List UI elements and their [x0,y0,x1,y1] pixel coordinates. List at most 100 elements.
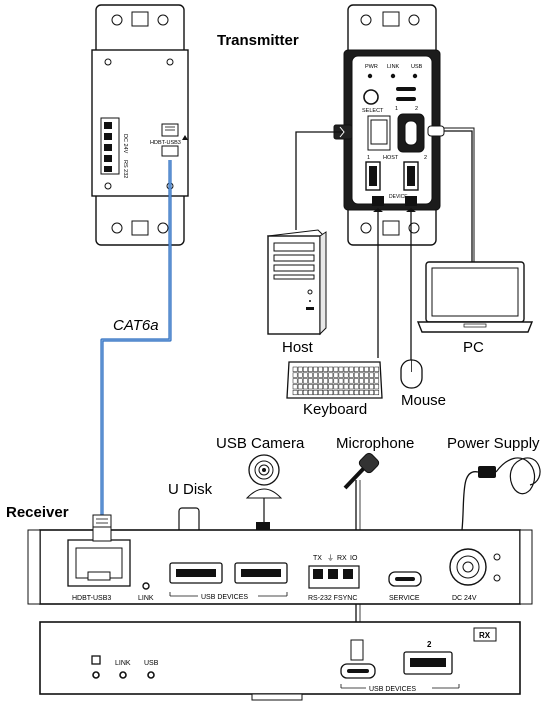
rx-badge: RX [479,631,491,640]
rear-usb-label: USB [144,660,159,667]
keyboard-key [302,389,308,396]
rs232-label: RS 232 [122,160,128,178]
keyboard-key [318,372,323,378]
keyboard-key [292,389,298,396]
keyboard-key [302,378,308,384]
keyboard-key [338,389,344,396]
keyboard-key [323,389,329,396]
hdbt-usb3-label: HDBT-USB3 [150,140,181,146]
keyboard-key [292,378,298,384]
dc-label: DC 24V [122,134,128,154]
keyboard-key [292,366,298,372]
keyboard-key [323,372,329,378]
keyboard-key [369,384,374,390]
keyboard-key [348,384,354,390]
keyboard-key [364,378,369,384]
keyboard-key [333,384,339,390]
receiver-rear-panel [39,621,521,701]
keyboard-key [353,372,359,378]
keyboard-key [343,378,349,384]
front-hdbt-label: HDBT-USB3 [72,595,111,602]
keyboard-key [364,366,369,372]
host-usb-cable [295,124,353,230]
usb-label: USB [411,64,423,70]
keyboard-key [359,366,364,372]
service-label: SERVICE [389,595,420,602]
keyboard-key [338,384,344,390]
keyboard-key [318,389,323,396]
keyboard-key [369,378,374,384]
keyboard-key [369,372,374,378]
receiver-title: Receiver [6,504,69,521]
keyboard-key [348,366,354,372]
keyboard-key [308,378,313,384]
keyboard-key [369,389,374,396]
keyboard-key [359,378,364,384]
keyboard-key [353,366,359,372]
rear-port-number: 2 [427,640,432,649]
transmitter-title: Transmitter [217,32,299,49]
keyboard-key [338,366,344,372]
keyboard-key [353,378,359,384]
pc-label: PC [463,339,484,356]
keyboard-key [328,384,334,390]
pc-usb-c-cable [427,125,475,265]
num1-label: 1 [395,106,398,112]
rear-link-label: LINK [115,660,131,667]
keyboard-key [374,372,380,378]
mouse-label: Mouse [401,392,446,409]
keyboard-key [353,389,359,396]
keyboard-key [353,384,359,390]
host-label: HOST [383,155,399,161]
keyboard-key [343,389,349,396]
keyboard-key [313,378,318,384]
svg-text:1: 1 [367,155,370,161]
keyboard-key [323,384,329,390]
select-button[interactable] [363,89,379,105]
keyboard-key [343,372,349,378]
keyboard-key [308,389,313,396]
ground-symbol: ⏚ [327,554,334,562]
front-link-label: LINK [138,595,154,602]
right-wallplate: PWR LINK USB SELECT 1 2 HOST 1 2 DEVICE [343,4,441,246]
keyboard-label: Keyboard [303,401,367,418]
rs232-fsync-label: RS-232 FSYNC [308,595,357,602]
keyboard-key [374,384,380,390]
keyboard-key [292,384,298,390]
keyboard-key [364,372,369,378]
keyboard-key [338,378,344,384]
keyboard-key [323,378,329,384]
keyboard-key [308,384,313,390]
mouse [400,359,423,389]
keyboard-key [343,366,349,372]
left-wallplate: DC 24V RS 232 HDBT-USB3 [91,4,189,246]
num2-label: 2 [415,106,418,112]
keyboard-key [333,372,339,378]
keyboard-key [297,366,303,372]
usb-camera-label: USB Camera [216,435,305,452]
keyboard-key [328,366,334,372]
tx-label: TX [313,555,322,562]
host-label: Host [282,339,314,356]
u-disk-label: U Disk [168,481,213,498]
keyboard-key [374,378,380,384]
keyboard-key [374,389,380,396]
keyboard [286,361,383,399]
keyboard-key [333,389,339,396]
keyboard-key [297,372,303,378]
keyboard-key [333,378,339,384]
keyboard-key [364,389,369,396]
svg-text:2: 2 [424,155,427,161]
keyboard-key [297,389,303,396]
keyboard-key [313,366,318,372]
keyboard-key [318,378,323,384]
front-usb-devices-label: USB DEVICES [201,594,248,601]
keyboard-key [302,384,308,390]
pwr-label: PWR [365,64,378,70]
keyboard-key [328,378,334,384]
keyboard-key [338,372,344,378]
keyboard-key [364,384,369,390]
keyboard-key [297,384,303,390]
host-computer [266,229,327,336]
